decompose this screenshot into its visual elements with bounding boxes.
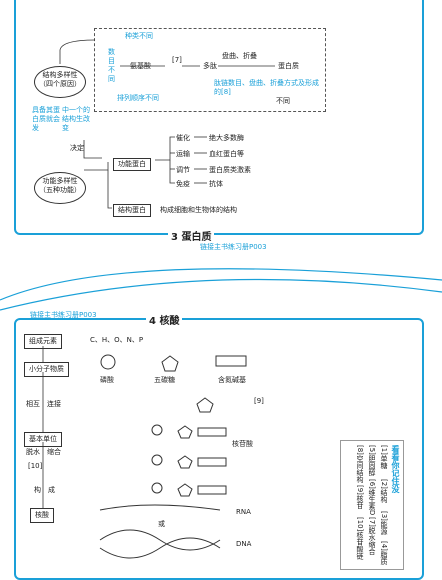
answer-2: [2]结构: [380, 479, 388, 503]
func-immunity: 免疫: [176, 180, 190, 188]
species-diff: 种类不同: [125, 32, 153, 40]
nucleic-acid-box: 核酸: [30, 508, 54, 523]
nucleotide-label: 核苷酸: [232, 440, 253, 448]
or-label: 或: [158, 520, 165, 528]
chain-diff-end: 不同: [276, 97, 290, 105]
structural-protein: 结构蛋白: [113, 204, 151, 217]
number-diff: 数目不同: [108, 48, 115, 83]
functional-protein: 功能蛋白: [113, 158, 151, 171]
struct-example: 构成细胞和生物体的结构: [160, 206, 237, 214]
polypeptide: 多肽: [203, 62, 217, 70]
chain-diff: 肽链数目、盘曲、折叠方式及形成的[8]: [214, 79, 319, 96]
answer-title: 看看你记住没: [391, 445, 400, 493]
dehydrate-label: 脱水 缩合: [26, 448, 61, 456]
example-enzyme: 绝大多数酶: [209, 134, 244, 142]
answer-5: [5]胆固醇: [368, 445, 376, 476]
decide-label: 决定: [70, 144, 84, 152]
example-antibody: 抗体: [209, 180, 223, 188]
phosphate-label: 磷酸: [100, 376, 114, 384]
structure-diversity-box: [94, 28, 326, 112]
polypeptide-sup: [7]: [172, 56, 182, 64]
answer-9: [9]核苷: [356, 485, 364, 509]
dna-label: DNA: [236, 540, 252, 548]
nine-label: [9]: [254, 397, 264, 405]
answer-8: [8]空间结构: [356, 445, 364, 483]
answer-panel: 看看你记住没 [1]单糖 [2]结构 [3]能源 [4]脂质 [5]胆固醇 [6…: [340, 440, 404, 570]
func-regulation: 调节: [176, 166, 190, 174]
order-diff: 排列顺序不同: [117, 94, 159, 102]
answer-1: [1]单糖: [380, 445, 388, 469]
answer-7: [7]脱水缩合: [368, 517, 376, 555]
pentose-label: 五碳糖: [154, 376, 175, 384]
answer-3: [3]能源: [380, 511, 388, 535]
structure-diversity: 结构多样性 （四个原因）: [34, 66, 86, 98]
answer-10: [10]核苷酸链: [356, 517, 364, 560]
blue-cause-1: 具备其蛋白质就会发: [32, 106, 60, 132]
example-hemoglobin: 血红蛋白等: [209, 150, 244, 158]
function-diversity: 功能多样性 （五种功能）: [34, 172, 86, 204]
answer-4: [4]脂质: [380, 541, 388, 565]
ten-label: [10]: [28, 462, 43, 470]
func-transport: 运输: [176, 150, 190, 158]
nucleic-heading: 4 核酸: [146, 312, 183, 327]
example-hormone: 蛋白质类激素: [209, 166, 251, 174]
answer-6: [6]维生素D: [368, 479, 376, 516]
nucleic-link[interactable]: 链接主书练习册P003: [30, 311, 97, 319]
base-label: 含氮碱基: [218, 376, 246, 384]
fold: 盘曲、折叠: [222, 52, 257, 60]
elements-val: C、H、O、N、P: [90, 336, 144, 344]
protein-heading: 3 蛋白质: [168, 228, 215, 243]
small-molecule: 小分子物质: [24, 362, 69, 377]
func-catalysis: 催化: [176, 134, 190, 142]
protein-link[interactable]: 链接主书练习册P003: [200, 243, 267, 251]
form-label: 构 成: [34, 486, 55, 494]
blue-cause-2: 中一个的结构生改变: [62, 106, 90, 132]
protein-node: 蛋白质: [278, 62, 299, 70]
rna-label: RNA: [236, 508, 251, 516]
link-label: 相互 连接: [26, 400, 61, 408]
